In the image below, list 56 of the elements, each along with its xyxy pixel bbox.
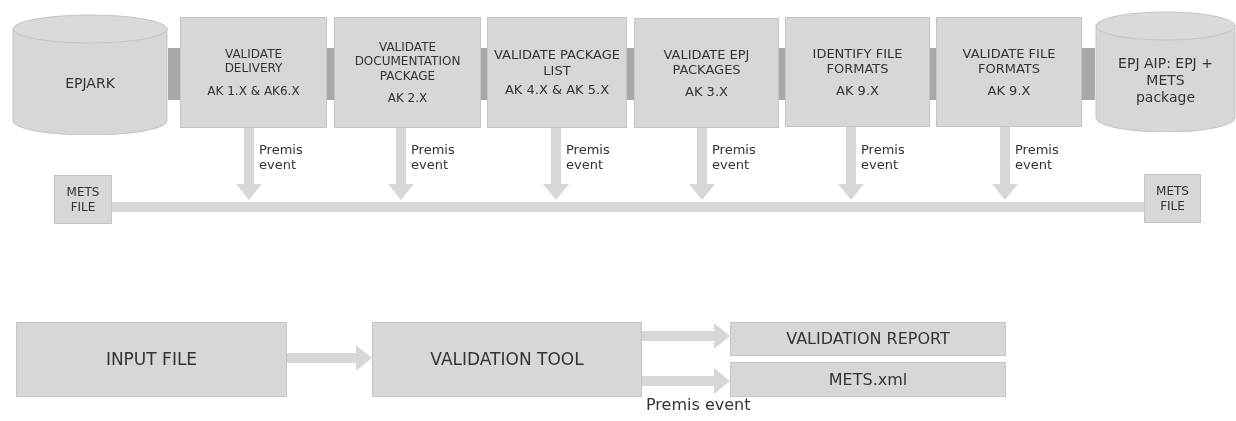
connector-bar [168, 48, 180, 100]
rule-code-text: AK 9.X [986, 82, 1032, 99]
rule-code-text: AK 2.X [386, 90, 429, 106]
arrow [287, 345, 372, 371]
edge-label: Premis event [646, 396, 752, 415]
process-box [54, 175, 112, 224]
node-label: INPUT FILE [105, 349, 198, 370]
connector-bar [930, 48, 936, 100]
arrow [992, 127, 1018, 200]
process-box [1144, 174, 1201, 223]
node-label: VALIDATION REPORT [786, 329, 950, 349]
heading-text: VALIDATE PACKAGE LIST [493, 47, 621, 79]
arrow [689, 128, 715, 200]
edge-label: Premis event [259, 143, 304, 173]
edge-label: Premis event [1015, 143, 1060, 173]
process-box [334, 17, 481, 128]
edge-label: Premis event [712, 143, 757, 173]
timeline-bar [112, 202, 1144, 212]
node-label: EPJ AIP: EPJ + METS package [1117, 55, 1214, 106]
heading-text: VALIDATE DOCUMENTATION PACKAGE [353, 39, 462, 83]
node-label: VALIDATION TOOL [430, 349, 584, 370]
edge-label: Premis event [861, 143, 906, 173]
arrow [543, 128, 569, 200]
process-box [634, 18, 779, 128]
connector-bar [627, 48, 634, 100]
node-label: METS FILE [1155, 184, 1190, 213]
process-box [487, 17, 627, 128]
rule-code-text: AK 3.X [684, 83, 729, 100]
arrow [388, 128, 414, 200]
rule-code-text: AK 4.X & AK 5.X [503, 82, 611, 98]
process-box [372, 322, 642, 397]
connector-bar [481, 48, 487, 100]
process-box [730, 362, 1006, 397]
heading-text: IDENTIFY FILE FORMATS [811, 45, 904, 77]
process-box [730, 322, 1006, 356]
rule-code-text: AK 9.X [835, 82, 880, 99]
node-label: METS FILE [65, 185, 101, 214]
process-box [785, 17, 930, 127]
heading-text: VALIDATE DELIVERY [223, 46, 284, 76]
heading-text: VALIDATE EPJ PACKAGES [662, 46, 751, 78]
connector-bar [1082, 48, 1095, 100]
arrow [642, 368, 730, 394]
node-label: EPJARK [65, 75, 115, 92]
heading-text: VALIDATE FILE FORMATS [961, 45, 1057, 77]
rule-code-text: AK 1.X & AK6.X [206, 83, 301, 99]
arrow [236, 128, 262, 200]
node-label: METS.xml [828, 369, 908, 390]
arrow [642, 323, 730, 349]
connector-bar [327, 48, 334, 100]
process-box [16, 322, 287, 397]
edge-label: Premis event [566, 143, 611, 173]
connector-bar [779, 48, 785, 100]
process-box [180, 17, 327, 128]
edge-label: Premis event [411, 143, 456, 173]
arrow [838, 127, 864, 200]
process-box [936, 17, 1082, 127]
